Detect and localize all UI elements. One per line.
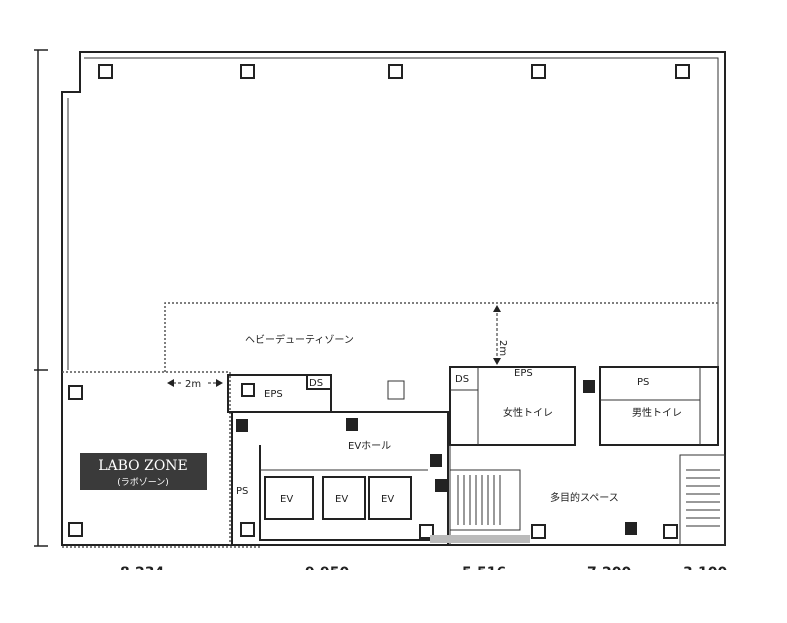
labo-zone-subtitle: (ラボゾーン) — [117, 477, 169, 488]
lock-icon — [236, 419, 248, 432]
horizontal-2m-label: 2m — [185, 379, 201, 390]
core-walls — [227, 366, 726, 546]
ev-2-label: EV — [335, 494, 348, 505]
ps-right-label: PS — [637, 377, 649, 388]
lock-icon — [625, 522, 637, 535]
ev-hall-label: EVホール — [348, 440, 391, 452]
dimension-4: 7,200 — [587, 565, 632, 581]
heavy-duty-zone-label: ヘビーデューティゾーン — [245, 333, 354, 346]
mens-toilet-label: 男性トイレ — [632, 406, 682, 419]
labo-zone-title: LABO ZONE — [98, 458, 188, 474]
labo-zone: 2m LABO ZONE (ラボゾーン) — [62, 371, 262, 548]
lock-icon — [435, 479, 447, 492]
lock-icon — [583, 380, 595, 393]
heavy-duty-zone: ヘビーデューティゾーン 2m — [164, 302, 718, 372]
multipurpose-space-label: 多目的スペース — [550, 491, 619, 504]
lock-icon — [346, 418, 358, 431]
lock-icon — [430, 454, 442, 467]
columns — [68, 64, 690, 539]
eps-right-label: EPS — [514, 368, 533, 379]
eps-left-label: EPS — [264, 389, 283, 400]
outer-wall — [61, 51, 726, 546]
vertical-2m-label: 2m — [497, 340, 508, 356]
dimension-2: 9,950 — [305, 565, 350, 581]
ps-left-label: PS — [236, 486, 248, 497]
labo-zone-badge — [80, 453, 207, 490]
lock-icons — [236, 380, 637, 535]
ds-right-label: DS — [455, 374, 469, 385]
ds-left-label: DS — [309, 378, 323, 389]
left-dimension-line — [34, 49, 48, 547]
ev-3-label: EV — [381, 494, 394, 505]
dimension-3: 5,516 — [462, 565, 506, 581]
dimension-5: 3,100 — [683, 565, 728, 581]
womens-toilet-label: 女性トイレ — [503, 406, 553, 419]
ev-1-label: EV — [280, 494, 293, 505]
dimension-1: 8,234 — [120, 565, 165, 581]
